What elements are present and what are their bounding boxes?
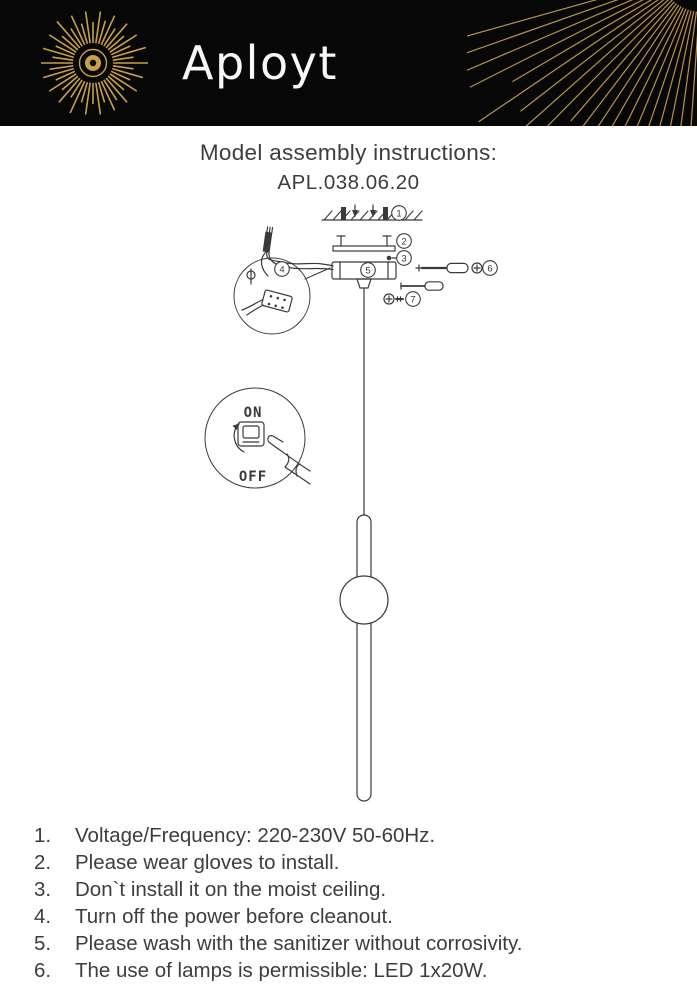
svg-text:3: 3 — [401, 254, 406, 265]
phillips-screwdriver-icon — [415, 262, 483, 274]
instruction-item: 2. Please wear gloves to install. — [34, 849, 679, 876]
instruction-text: Don`t install it on the moist ceiling. — [75, 878, 387, 901]
instruction-number: 3. — [34, 878, 52, 901]
instruction-text: Please wear gloves to install. — [75, 851, 340, 874]
instruction-item: 3. Don`t install it on the moist ceiling… — [34, 876, 679, 903]
power-plug-icon — [262, 226, 274, 253]
svg-text:4: 4 — [279, 265, 284, 276]
on-label: ON — [244, 405, 263, 421]
lamp-body — [356, 514, 372, 802]
hand-icon — [267, 435, 311, 485]
rocker-switch-icon — [237, 421, 265, 447]
instruction-text: Voltage/Frequency: 220-230V 50-60Hz. — [75, 824, 436, 847]
lamp-sphere — [339, 575, 389, 625]
header-band: Aployt — [0, 0, 697, 126]
svg-text:6: 6 — [487, 264, 492, 275]
instruction-text: Turn off the power before cleanout. — [75, 905, 393, 928]
callout-5: 5 — [360, 262, 376, 278]
instruction-number: 5. — [34, 932, 52, 955]
connector-detail-circle — [233, 257, 331, 335]
ceiling — [321, 210, 423, 221]
off-label: OFF — [239, 469, 267, 485]
canopy — [331, 261, 397, 289]
callout-7: 7 — [405, 291, 421, 307]
brand-name: Aployt — [182, 36, 338, 90]
instruction-item: 6. The use of lamps is permissible: LED … — [34, 957, 679, 984]
mounting-plate — [332, 235, 396, 252]
instruction-item: 4. Turn off the power before cleanout. — [34, 903, 679, 930]
instruction-item: 1. Voltage/Frequency: 220-230V 50-60Hz. — [34, 822, 679, 849]
switch-detail-circle: ON OFF — [204, 387, 311, 489]
svg-text:5: 5 — [365, 266, 370, 277]
callout-2: 2 — [396, 233, 412, 249]
assembly-diagram: ON OFF 1 2 — [204, 204, 498, 802]
callout-6: 6 — [482, 260, 498, 276]
callout-4: 4 — [274, 261, 290, 277]
svg-text:1: 1 — [396, 209, 401, 220]
screw-icon — [386, 255, 398, 261]
model-number: APL.038.06.20 — [277, 171, 420, 194]
instruction-list: 1. Voltage/Frequency: 220-230V 50-60Hz. … — [34, 822, 679, 984]
instruction-text: Please wash with the sanitizer without c… — [75, 932, 523, 955]
svg-text:2: 2 — [401, 237, 406, 248]
wires — [260, 251, 334, 277]
instruction-number: 4. — [34, 905, 52, 928]
instruction-number: 6. — [34, 959, 52, 982]
page-title: Model assembly instructions: — [199, 140, 498, 165]
instruction-number: 1. — [34, 824, 52, 847]
callout-1: 1 — [391, 205, 407, 221]
instruction-number: 2. — [34, 851, 52, 874]
anchor-bolt-icon — [341, 204, 388, 220]
title-block: Model assembly instructions: APL.038.06.… — [0, 140, 697, 195]
screw-side-icon — [383, 293, 404, 305]
instruction-text: The use of lamps is permissible: LED 1x2… — [75, 959, 488, 982]
terminal-block — [261, 289, 293, 313]
callout-3: 3 — [396, 250, 412, 266]
instruction-item: 5. Please wash with the sanitizer withou… — [34, 930, 679, 957]
cable-clamp-icon — [246, 268, 256, 285]
starburst-logo-icon — [41, 11, 148, 115]
rays-decoration-icon — [467, 0, 697, 126]
flat-screwdriver-icon — [400, 281, 444, 291]
svg-text:7: 7 — [410, 295, 415, 306]
